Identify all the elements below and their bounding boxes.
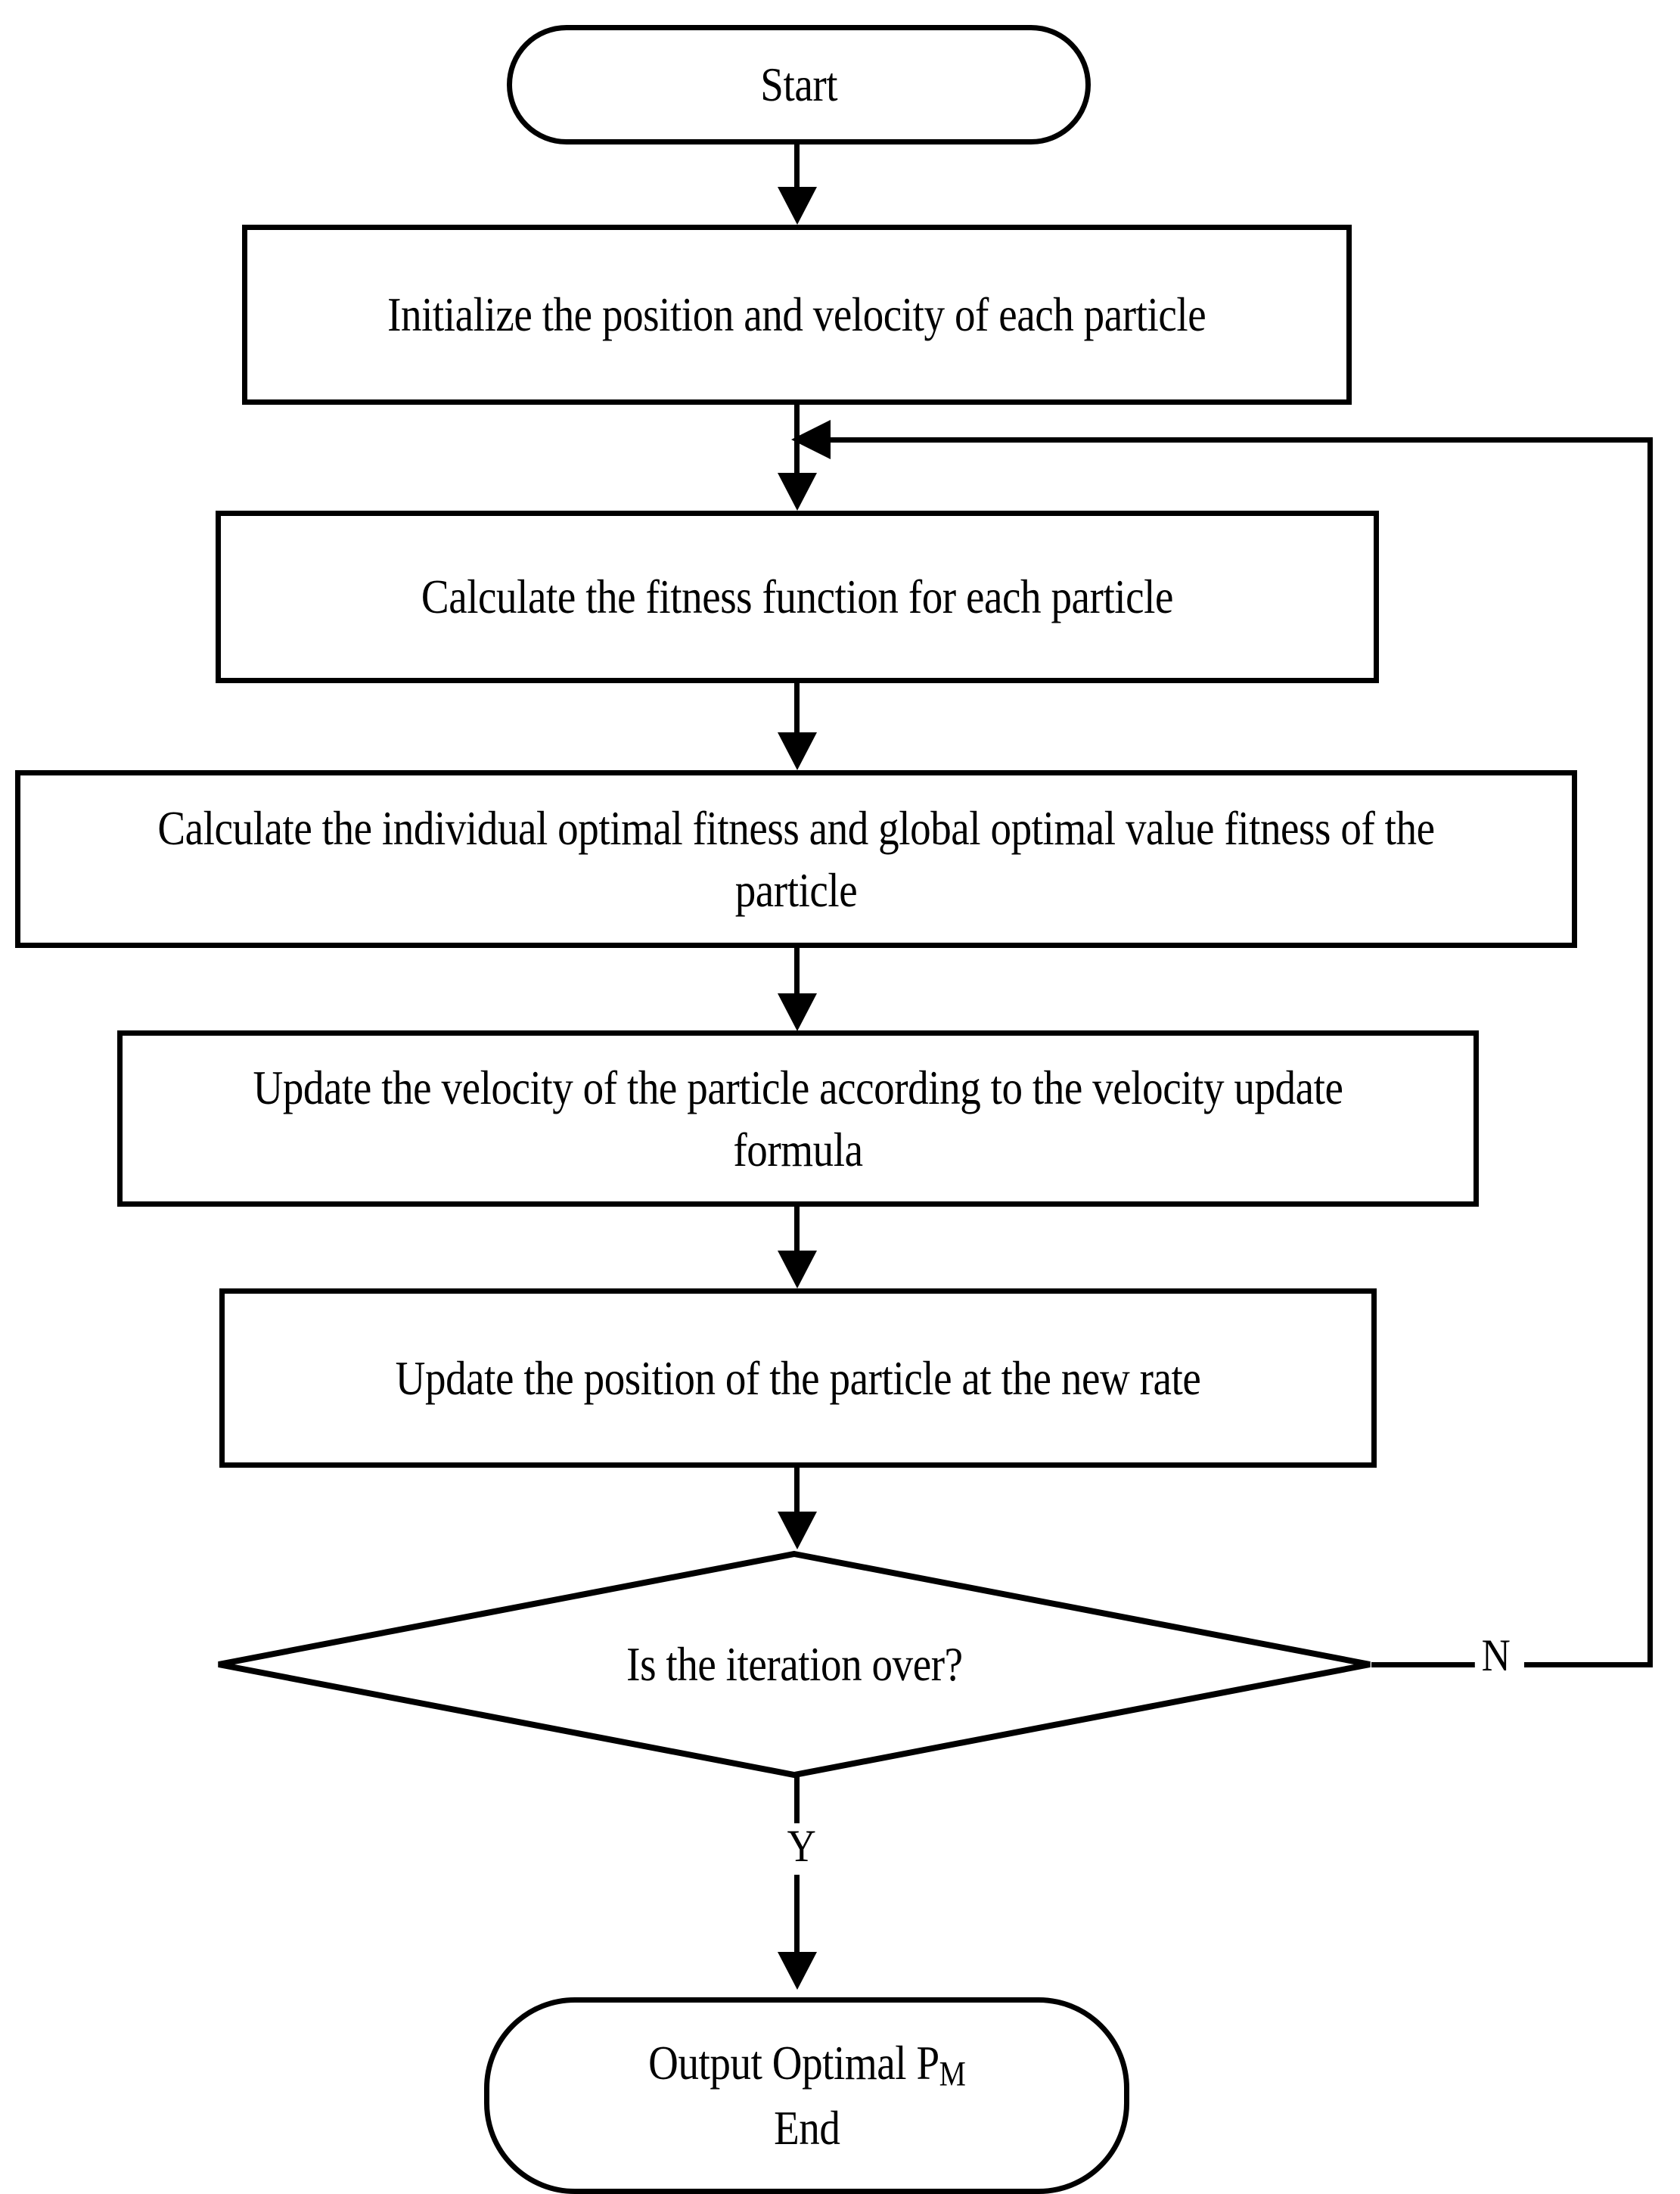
- node-decision-text-wrap: Is the iteration over?: [216, 1551, 1373, 1778]
- connector-yes-lower: [794, 1875, 800, 1958]
- node-decision-label: Is the iteration over?: [626, 1637, 963, 1692]
- connector-fitness-to-optimal: [794, 683, 800, 736]
- connector-start-to-init: [794, 145, 800, 191]
- node-update-position-label: Update the position of the particle at t…: [395, 1350, 1201, 1405]
- connector-velocity-to-position: [794, 1207, 800, 1254]
- connector-no-vertical: [1647, 437, 1653, 1664]
- arrowhead-position-to-decision: [778, 1512, 817, 1549]
- edge-label-no: N: [1474, 1633, 1517, 1678]
- arrowhead-init-to-fitness: [778, 473, 817, 511]
- edge-label-yes: Y: [780, 1823, 823, 1869]
- node-end-line1: Output Optimal PM: [647, 2036, 966, 2093]
- connector-no-horizontal-right: [1524, 1662, 1653, 1667]
- node-start: Start: [507, 25, 1091, 145]
- node-calculate-fitness: Calculate the fitness function for each …: [216, 511, 1379, 683]
- connector-no-return-horizontal: [798, 437, 1650, 443]
- arrowhead-no-return: [791, 420, 831, 459]
- node-initialize: Initialize the position and velocity of …: [242, 225, 1352, 405]
- connector-yes-upper: [794, 1776, 800, 1826]
- node-start-label: Start: [760, 57, 837, 112]
- node-initialize-label: Initialize the position and velocity of …: [387, 287, 1206, 342]
- node-update-velocity: Update the velocity of the particle acco…: [117, 1030, 1479, 1207]
- node-end-line2: End: [773, 2100, 840, 2155]
- node-calculate-optimal-label: Calculate the individual optimal fitness…: [157, 800, 1435, 917]
- arrowhead-fitness-to-optimal: [778, 732, 817, 770]
- arrowhead-optimal-to-velocity: [778, 993, 817, 1031]
- arrowhead-yes-to-end: [778, 1952, 817, 1990]
- node-update-position: Update the position of the particle at t…: [219, 1288, 1377, 1468]
- node-end: Output Optimal PM End: [484, 1997, 1129, 2194]
- node-end-label: Output Optimal PM End: [636, 2032, 977, 2158]
- node-end-line1-text: Output Optimal P: [647, 2036, 939, 2090]
- decision-diamond-shape: [218, 1550, 1371, 1779]
- node-end-subscript: M: [939, 2054, 966, 2093]
- node-decision: Is the iteration over?: [216, 1550, 1373, 1779]
- arrowhead-start-to-init: [778, 187, 817, 225]
- node-calculate-optimal: Calculate the individual optimal fitness…: [15, 770, 1577, 948]
- flowchart-canvas: Start Initialize the position and veloci…: [15, 25, 1653, 2194]
- node-calculate-fitness-label: Calculate the fitness function for each …: [421, 570, 1174, 624]
- connector-position-to-decision: [794, 1468, 800, 1515]
- connector-optimal-to-velocity: [794, 948, 800, 998]
- arrowhead-velocity-to-position: [778, 1251, 817, 1288]
- connector-no-horizontal-left: [1371, 1662, 1485, 1667]
- node-update-velocity-label: Update the velocity of the particle acco…: [253, 1060, 1343, 1176]
